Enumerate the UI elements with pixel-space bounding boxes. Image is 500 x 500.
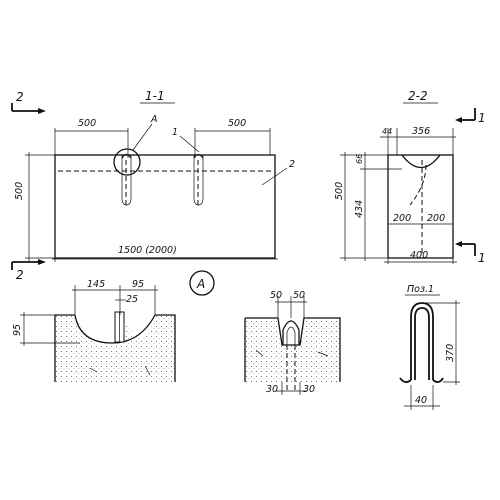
groove-profile [401,154,441,169]
groove-loop [282,320,300,345]
cut-marker-bottom-left: 2 [11,259,46,282]
cut-marker-top-right: 1 [455,108,486,125]
detail-a-dim-95-top: 95 [132,279,144,290]
cut-label-1-bottom: 1 [478,251,486,265]
cut-label-top: 2 [16,90,24,104]
cut-label-1-top: 1 [478,111,486,125]
dim-groove: 66 [355,154,364,164]
callout-2: 2 [289,159,295,170]
dim-left-top: 500 [78,118,96,129]
dim-height-2-2: 500 [334,182,345,200]
cut-marker-bottom-right: 1 [455,241,486,265]
groove-dim-30-right: 30 [303,384,315,395]
detail-a-dim-25: 25 [126,294,138,305]
section-1-1-title: 1-1 [145,89,165,103]
dim-height: 500 [14,182,25,200]
hook-left [399,377,412,383]
detail-a-marker: A [189,270,215,296]
block-2-2-outline [387,154,454,259]
dim-top: 356 [412,126,430,137]
detail-groove: 50 50 30 30 [244,290,341,395]
groove-dim-50-left: 50 [270,290,282,301]
detail-a: 145 95 25 95 [12,279,176,382]
groove-dim-30-left: 30 [266,384,278,395]
detail-a-circle [113,148,141,176]
pos-1-dim-width: 40 [415,395,427,406]
hook-right [432,377,444,383]
callout-a: A [150,114,158,125]
detail-a-dim-145: 145 [87,279,105,290]
dim-right-top: 500 [228,118,246,129]
detail-a-dim-95-side: 95 [12,324,23,336]
detail-a-groove [74,314,156,344]
dim-half-left: 200 [393,213,411,224]
block-outline [54,154,276,259]
detail-a-marker-label: A [196,277,205,291]
section-2-2: 2-2 1 1 44 356 66 [334,89,486,265]
section-1-1: 1-1 2 2 500 500 A 1 [11,89,295,282]
callout-1: 1 [172,127,178,138]
groove-dim-50-right: 50 [293,290,305,301]
lifting-loop-right [193,153,204,206]
cut-label-bottom: 2 [16,268,24,282]
loop-hidden [409,164,427,206]
pos-1-dim-height: 370 [445,344,456,362]
cut-marker-top-left: 2 [11,90,46,114]
pos-1-detail: Поз.1 370 40 [399,284,460,410]
pos-1-title: Поз.1 [407,284,434,295]
dim-width-2-2: 400 [410,250,428,261]
dim-top-small: 44 [382,127,392,136]
lifting-loop-left [121,153,132,206]
dim-length: 1500 (2000) [118,245,177,256]
dim-inner: 434 [354,200,365,218]
section-2-2-title: 2-2 [408,89,428,103]
dim-half-right: 200 [427,213,445,224]
hairpin-loop [414,307,430,380]
